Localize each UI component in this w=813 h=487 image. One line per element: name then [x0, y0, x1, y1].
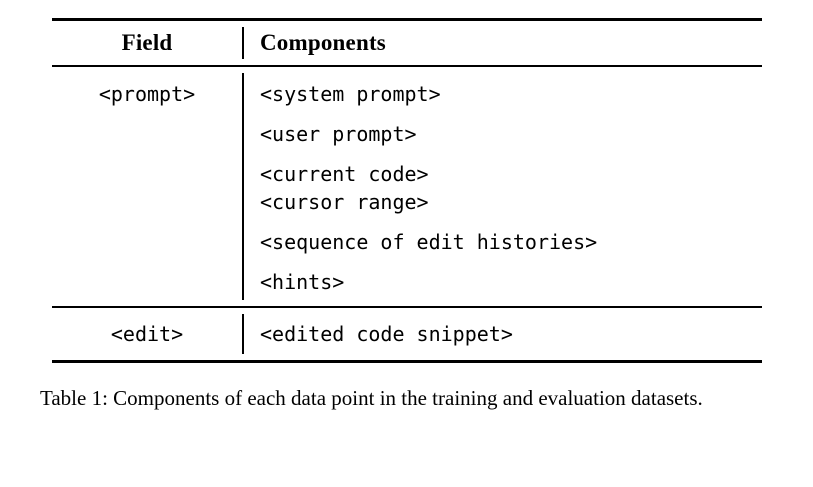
table-top-rule: [52, 18, 762, 21]
table-bottom-rule: [52, 360, 762, 363]
component-item: <hints>: [260, 270, 345, 294]
row-components-edit: <edited code snippet>: [242, 320, 762, 348]
header-cell-components: Components: [242, 21, 762, 65]
column-divider: [242, 27, 244, 59]
table-header-rule: [52, 65, 762, 67]
component-item: <current code>: [260, 162, 429, 186]
table-caption: Table 1: Components of each data point i…: [40, 386, 703, 410]
table-row: <edit> <edited code snippet>: [52, 308, 762, 360]
field-value: <edit>: [110, 322, 184, 346]
component-item: <user prompt>: [260, 122, 417, 146]
header-cell-field: Field: [52, 21, 242, 65]
component-item: <edited code snippet>: [260, 322, 513, 346]
row-field-edit: <edit>: [52, 320, 242, 348]
table-figure: Field Components <prompt> <system prompt…: [52, 18, 762, 363]
row-components-prompt: <system prompt> <user prompt> <current c…: [242, 80, 762, 296]
table-mid-rule: [52, 306, 762, 308]
component-item: <sequence of edit histories>: [260, 230, 598, 254]
column-divider: [242, 73, 244, 300]
column-divider: [242, 314, 244, 354]
table-header-row: Field Components: [52, 21, 762, 65]
column-header-field: Field: [121, 30, 173, 55]
table-row: <prompt> <system prompt> <user prompt> <…: [52, 67, 762, 306]
component-item: <cursor range>: [260, 190, 429, 214]
component-item: <system prompt>: [260, 82, 441, 106]
field-value: <prompt>: [98, 82, 196, 106]
row-field-prompt: <prompt>: [52, 80, 242, 296]
column-header-components: Components: [260, 30, 386, 55]
